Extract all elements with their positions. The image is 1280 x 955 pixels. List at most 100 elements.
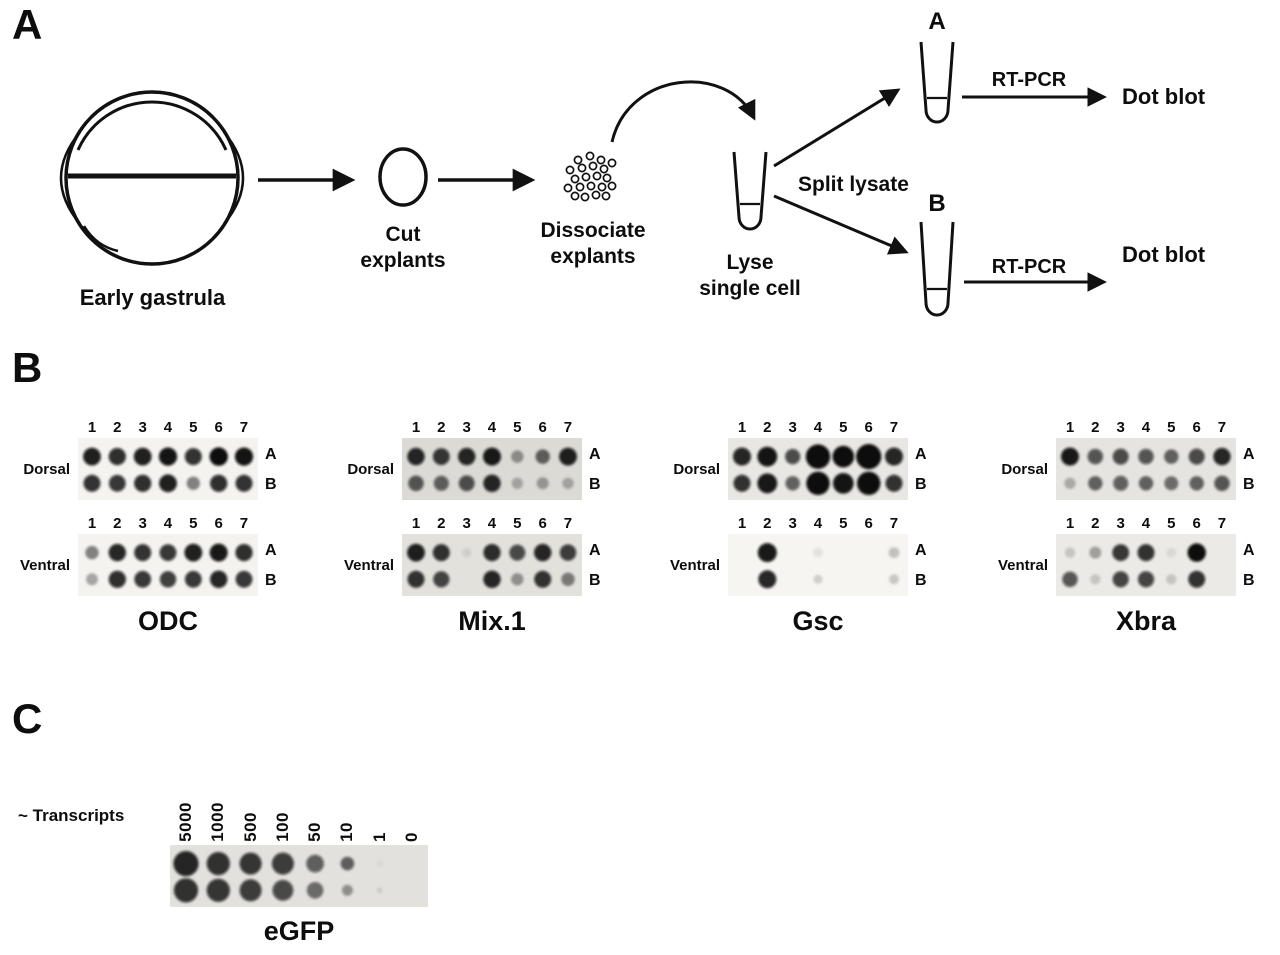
gene-name: Mix.1 xyxy=(458,606,526,636)
blot-dot xyxy=(134,474,152,492)
column-label: 50 xyxy=(305,822,325,842)
ventral-label: Ventral xyxy=(344,556,395,574)
gene-name: Xbra xyxy=(1115,606,1177,636)
column-label: 4 xyxy=(487,419,497,436)
blot-dot xyxy=(561,572,575,586)
blot-dot xyxy=(306,882,324,899)
row-label-b: B xyxy=(589,476,601,493)
column-label: 3 xyxy=(462,515,471,532)
blot-dot xyxy=(483,544,501,562)
column-label: 3 xyxy=(1116,419,1125,436)
column-label: 5 xyxy=(1167,419,1176,436)
xbra-ventral-blot xyxy=(1056,534,1236,596)
dorsal-label: Dorsal xyxy=(1001,460,1048,478)
row-label-a: A xyxy=(265,542,277,559)
row-label-b: B xyxy=(589,572,601,589)
blot-dot xyxy=(159,571,177,588)
blot-dot xyxy=(534,570,552,588)
blot-dot xyxy=(1061,447,1079,466)
blot-dot xyxy=(1088,476,1103,491)
blot-dot xyxy=(1188,570,1206,588)
blot-dot xyxy=(432,448,450,465)
column-label: 2 xyxy=(763,419,772,436)
blot-dot xyxy=(83,447,101,466)
blot-dot xyxy=(562,477,574,489)
ventral-label: Ventral xyxy=(998,556,1049,574)
dorsal-blot-row: Dorsal A B xyxy=(344,438,612,500)
blot-dot xyxy=(833,473,854,494)
blot-dot xyxy=(1112,571,1129,588)
egfp-label: eGFP xyxy=(263,916,335,946)
column-label: 2 xyxy=(763,515,772,532)
blot-dot xyxy=(856,444,882,470)
column-label: 4 xyxy=(487,515,497,532)
early-gastrula-label: Early gastrula xyxy=(79,285,226,310)
column-label: 5 xyxy=(839,515,848,532)
column-label: 7 xyxy=(563,419,573,436)
blot-dot xyxy=(1064,547,1076,558)
blot-dot xyxy=(340,856,355,871)
blot-dot xyxy=(885,474,903,492)
blot-dot xyxy=(1138,476,1154,491)
blot-dot xyxy=(733,474,751,492)
row-label-b: B xyxy=(915,572,927,589)
early-gastrula-diagram xyxy=(59,90,245,266)
panel-b-label: B xyxy=(12,344,43,391)
column-label: 4 xyxy=(813,419,823,436)
blot-dot xyxy=(209,447,228,466)
column-label: 5 xyxy=(189,515,198,532)
dorsal-blot-row: Dorsal A B xyxy=(998,438,1266,500)
odc-ventral-blot xyxy=(78,534,258,596)
ventral-blot-row: Ventral A B xyxy=(670,534,938,596)
row-label-b: B xyxy=(915,476,927,493)
dorsal-label: Dorsal xyxy=(347,460,394,478)
blot-dot xyxy=(1064,477,1076,489)
blot-dot xyxy=(271,852,294,875)
row-label-b: B xyxy=(1243,572,1255,589)
blot-dot xyxy=(306,854,324,873)
arrow-to-tube-a xyxy=(773,88,901,168)
blot-dot xyxy=(1087,448,1103,465)
blot-dot xyxy=(1138,448,1154,465)
blot-dot xyxy=(483,570,501,588)
dot-blot-top-label: Dot blot xyxy=(1122,84,1206,109)
blot-dot xyxy=(235,570,253,588)
column-label: 1 xyxy=(87,419,97,436)
split-lysate-label: Split lysate xyxy=(798,173,909,196)
blot-dot xyxy=(509,544,526,561)
column-label: 1 xyxy=(1065,419,1075,436)
blot-dot xyxy=(806,471,830,495)
blot-dot xyxy=(210,570,228,588)
blot-dot xyxy=(186,476,200,490)
blot-dot xyxy=(134,570,152,588)
row-label-b: B xyxy=(1243,476,1255,493)
blot-dot xyxy=(535,449,550,464)
panel-a-label: A xyxy=(12,1,43,48)
blot-dot xyxy=(432,544,450,562)
blot-dot xyxy=(433,571,450,588)
column-label: 1 xyxy=(87,515,97,532)
row-label-a: A xyxy=(1243,446,1255,463)
blot-dot xyxy=(785,476,800,491)
blot-dot xyxy=(173,851,199,877)
egfp-dot-blot xyxy=(170,845,428,907)
row-label-b: B xyxy=(265,572,277,589)
transcripts-label: ~ Transcripts xyxy=(18,806,125,825)
blot-dot xyxy=(536,477,549,490)
column-label: 3 xyxy=(1116,515,1125,532)
blot-dot xyxy=(857,471,881,495)
blot-dot xyxy=(184,570,202,588)
blot-dot xyxy=(173,878,199,903)
blot-dot xyxy=(1112,448,1129,465)
column-label: 4 xyxy=(1141,515,1151,532)
blot-dot xyxy=(239,879,262,902)
blot-dot xyxy=(108,543,126,562)
column-label: 2 xyxy=(1091,419,1100,436)
blot-dot xyxy=(272,879,294,901)
column-label: 7 xyxy=(1217,515,1227,532)
blot-dot xyxy=(407,570,425,588)
blot-dot xyxy=(133,447,152,466)
